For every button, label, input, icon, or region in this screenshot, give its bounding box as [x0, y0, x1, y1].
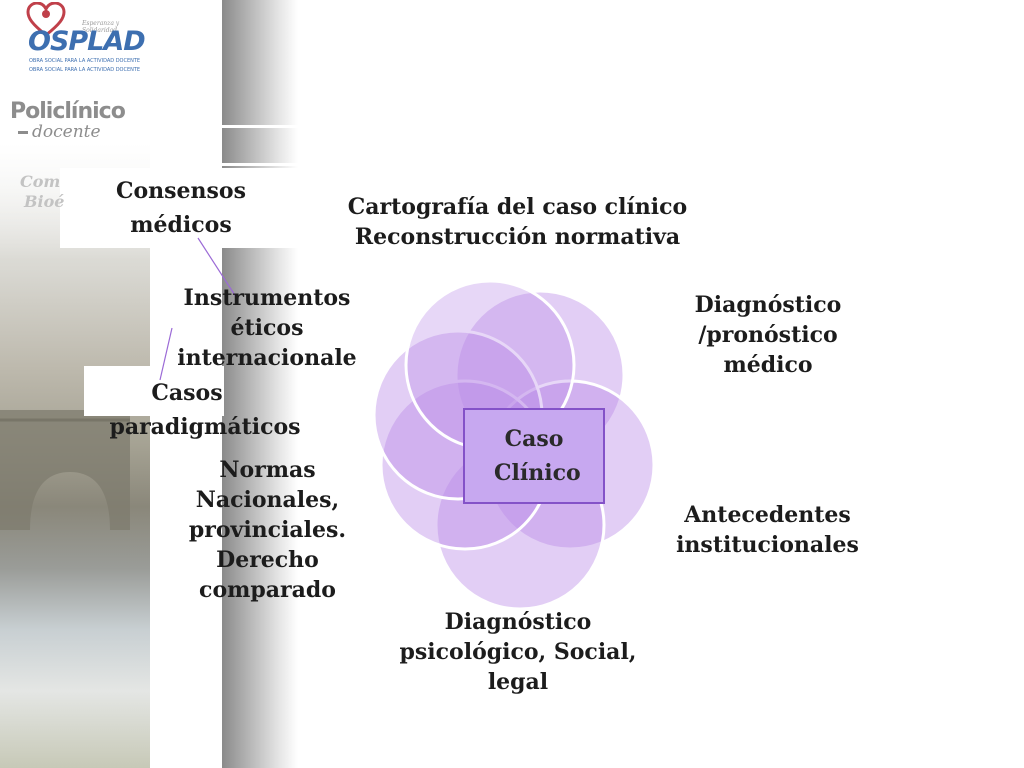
- heart-logo-icon: [26, 2, 66, 37]
- osplad-logo: Esperanza y Solidaridad OSPLAD OBRA SOCI…: [12, 2, 146, 80]
- connector-line-casos: [159, 327, 173, 381]
- label-line: Consensos: [115, 178, 246, 204]
- label-consensos: Consensos médicos: [96, 176, 266, 240]
- label-line: institucionales: [676, 532, 859, 558]
- label-cartografia: Cartografía del caso clínico Reconstrucc…: [330, 192, 705, 252]
- label-instrumentos: Instrumentos éticos internacionale: [162, 283, 372, 373]
- label-line: legal: [487, 669, 549, 695]
- logo-subtitle-2: OBRA SOCIAL PARA LA ACTIVIDAD DOCENTE: [29, 67, 141, 73]
- center-label: Caso Clínico: [494, 426, 581, 486]
- label-line: Diagnóstico: [694, 292, 842, 318]
- label-line: Normas: [219, 457, 316, 483]
- logo-name: OSPLAD: [28, 26, 146, 57]
- label-line: comparado: [199, 577, 336, 603]
- docente-dash: [18, 131, 28, 134]
- label-line: éticos: [230, 315, 304, 341]
- label-antecedentes: Antecedentes institucionales: [660, 500, 875, 560]
- label-line: Casos: [151, 380, 223, 406]
- label-diagnostico-medico: Diagnóstico /pronóstico médico: [678, 290, 858, 380]
- label-line: médico: [723, 352, 813, 378]
- bar-divider: [222, 125, 298, 128]
- casos-box: [84, 366, 224, 416]
- label-line: internacionale: [177, 345, 357, 371]
- label-line: Cartografía del caso clínico: [347, 194, 688, 220]
- label-line: médicos: [130, 212, 232, 238]
- label-line: Nacionales,: [195, 487, 340, 513]
- center-node: Caso Clínico: [463, 408, 605, 504]
- label-line: provinciales.: [188, 517, 347, 543]
- label-line: Derecho: [216, 547, 319, 573]
- label-line: Reconstrucción normativa: [354, 224, 681, 250]
- policlinico-text: Policlínico: [10, 99, 126, 124]
- label-line: paradigmáticos: [109, 414, 301, 440]
- label-diagnostico-psicologico: Diagnóstico psicológico, Social, legal: [383, 607, 653, 697]
- partial-text-com: Com: [20, 172, 61, 191]
- docente-text: docente: [32, 122, 101, 142]
- label-line: Antecedentes: [684, 502, 851, 528]
- label-line: /pronóstico: [698, 322, 838, 348]
- label-normas: Normas Nacionales, provinciales. Derecho…: [170, 455, 365, 605]
- stone-bridge-image: [0, 410, 130, 530]
- label-line: Instrumentos: [183, 285, 351, 311]
- logo-tagline: Esperanza y Solidaridad: [82, 20, 120, 34]
- connector-lines: [159, 237, 239, 381]
- label-line: Diagnóstico: [444, 609, 592, 635]
- logo-subtitle-1: OBRA SOCIAL PARA LA ACTIVIDAD DOCENTE: [29, 58, 141, 64]
- connector-line-consensos: [197, 237, 239, 301]
- consensos-box: [60, 168, 298, 248]
- bar-divider: [222, 163, 298, 166]
- partial-text-bio: Bioé: [24, 192, 65, 211]
- vertical-gradient-bar: [222, 0, 298, 768]
- label-casos: Casos paradigmáticos: [100, 378, 310, 442]
- label-line: psicológico, Social,: [399, 639, 637, 665]
